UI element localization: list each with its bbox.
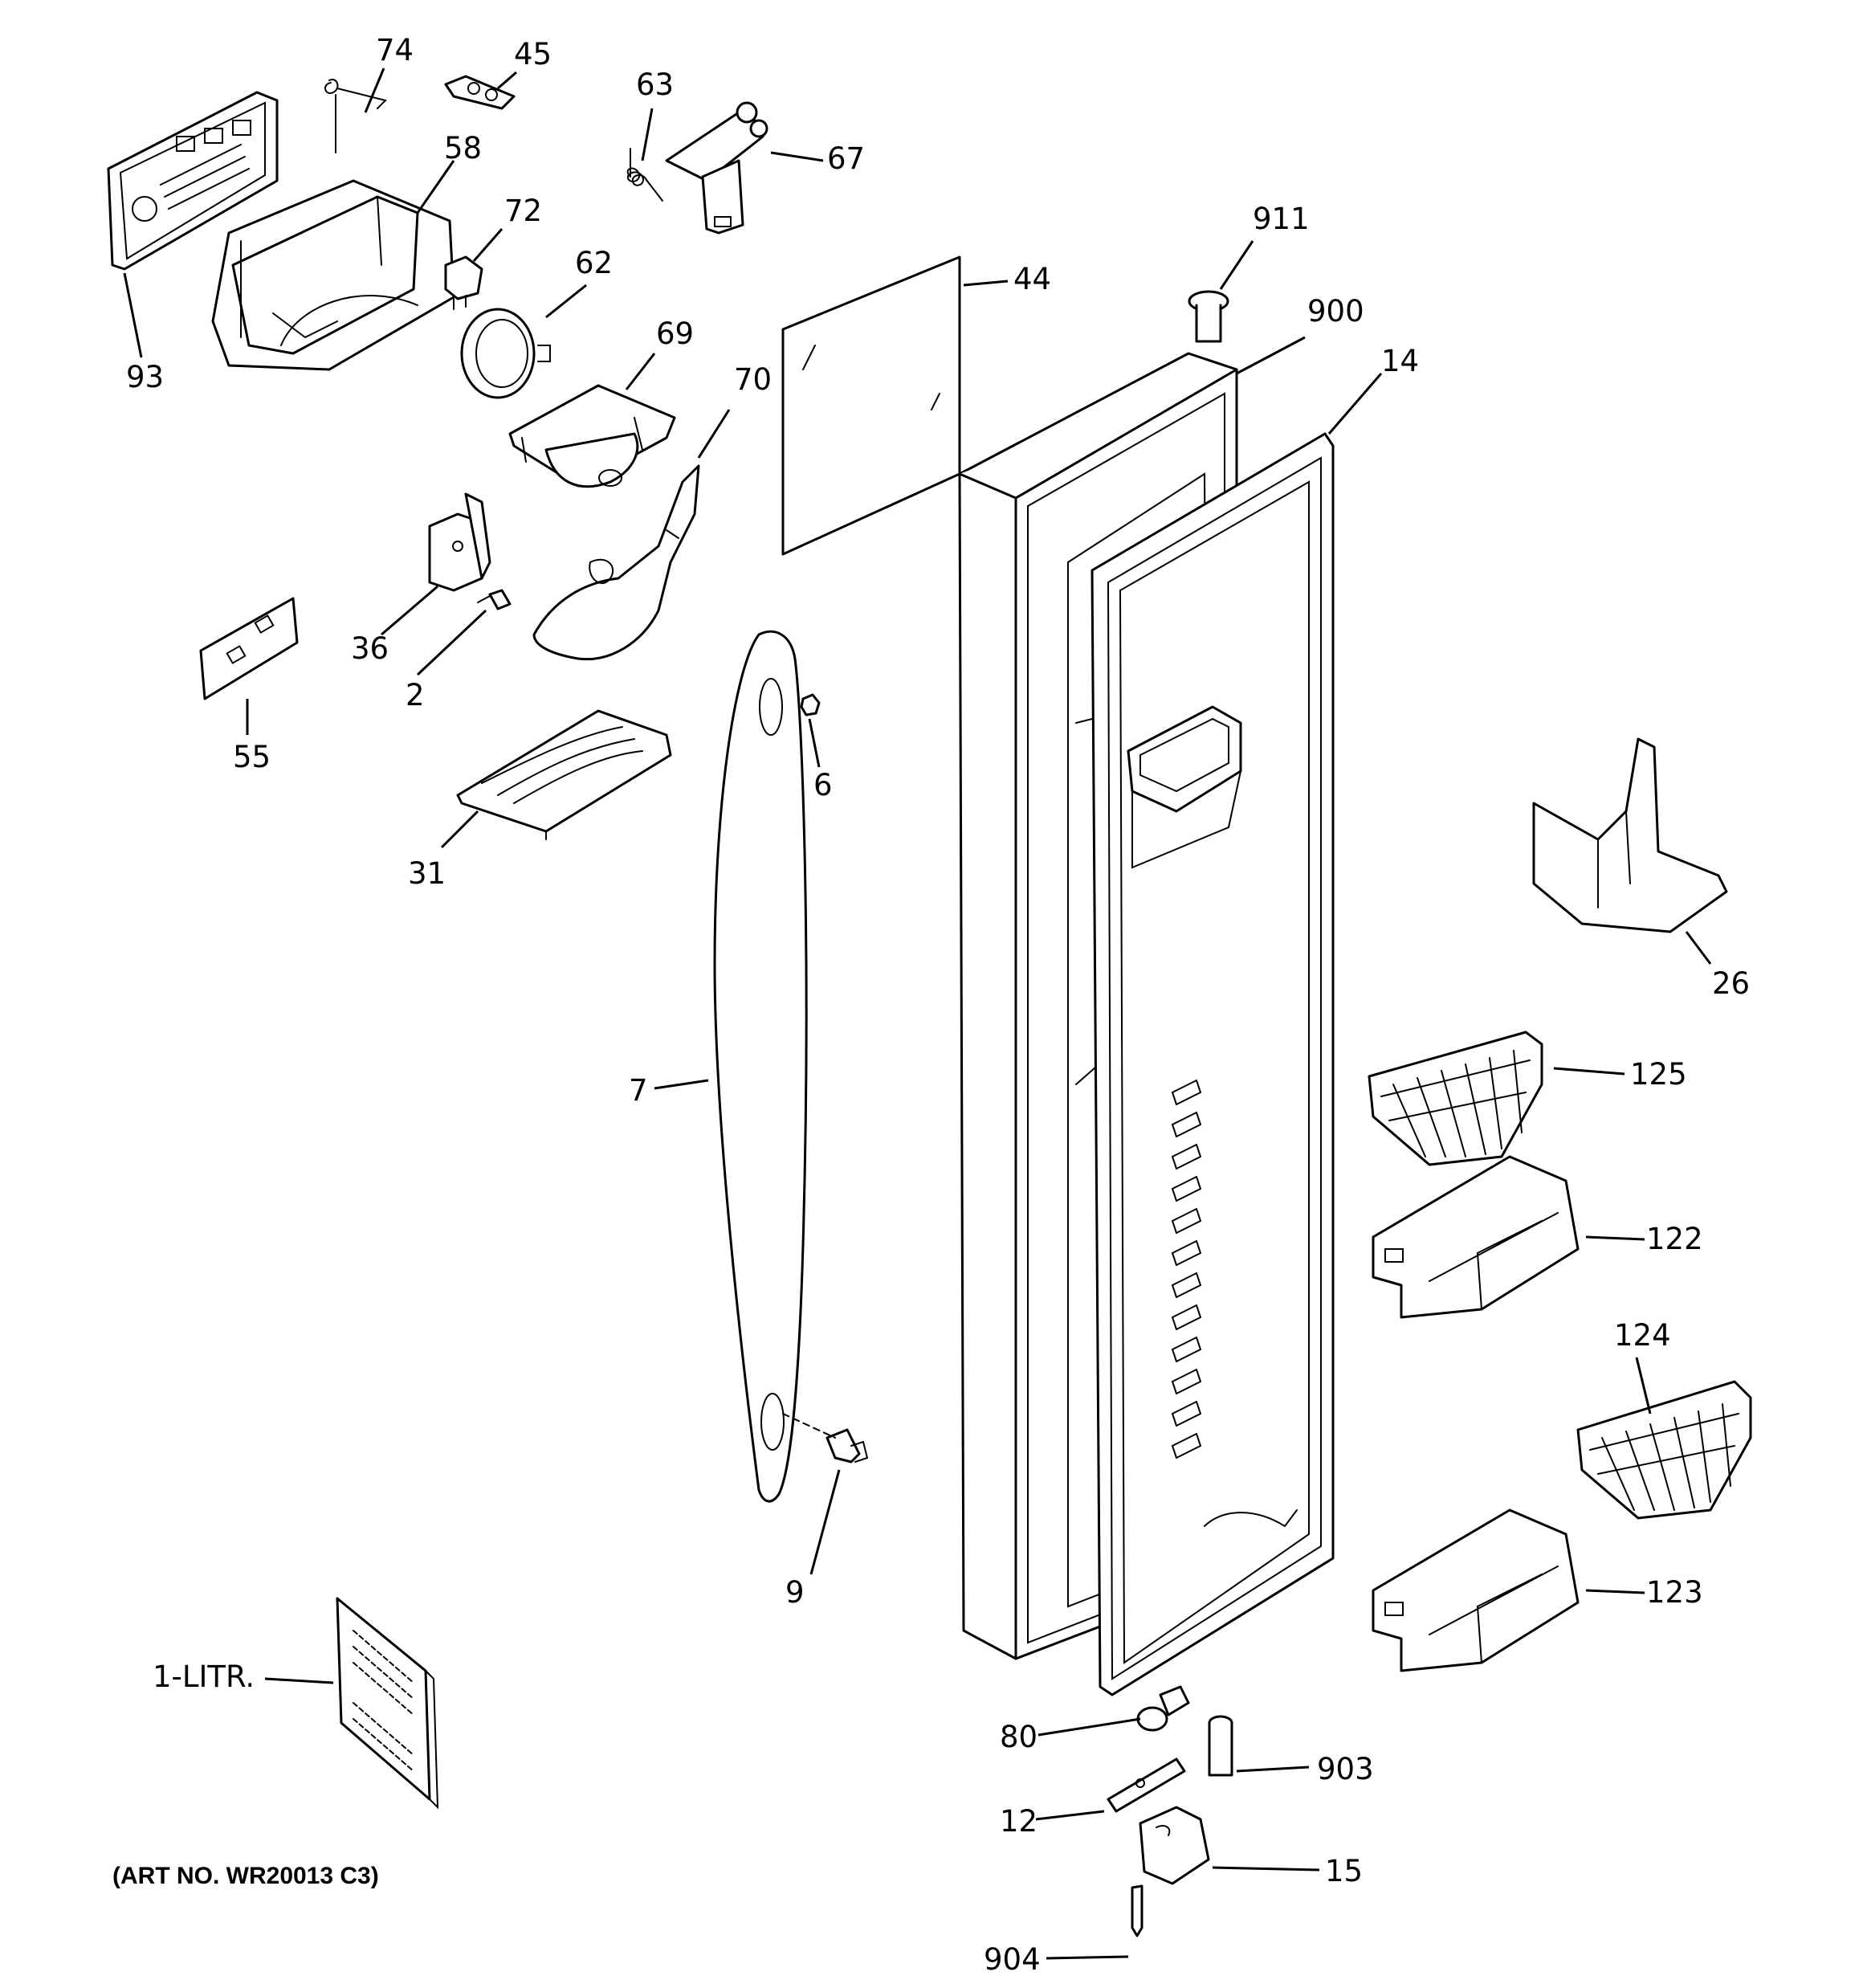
callout-58: 58 [444,131,482,165]
callout-12: 12 [1000,1804,1037,1839]
part-55-board [199,597,299,700]
part-6-nut [800,693,821,716]
callout-69: 69 [656,316,694,351]
leader-lines [123,67,1712,1960]
part-125-basket [1368,1031,1543,1166]
callout-123: 123 [1646,1575,1703,1610]
callout-62: 62 [575,246,613,280]
callout-904: 904 [984,1942,1041,1977]
part-74-spring [324,79,387,153]
callout-55: 55 [233,740,271,774]
callout-72: 72 [504,194,542,228]
part-72-switch [444,255,483,310]
callout-15: 15 [1325,1854,1363,1888]
callout-80: 80 [1000,1720,1037,1754]
callout-63: 63 [636,67,674,102]
part-58-dispenser-housing [211,179,455,371]
callout-7: 7 [629,1073,648,1108]
part-911-bushing [1188,290,1229,343]
part-14-gasket [1090,432,1335,1696]
part-1-literature [336,1597,439,1810]
callout-124: 124 [1614,1318,1671,1353]
part-63-spring [626,148,663,202]
callout-911: 911 [1253,202,1310,236]
part-12-shim [1107,1757,1186,1813]
callout-67: 67 [827,141,865,176]
part-7-handle [713,630,808,1503]
part-31-drip-tray [456,709,672,840]
callout-14: 14 [1381,344,1419,378]
part-69-funnel [508,384,676,488]
part-122-bin [1372,1155,1580,1319]
callout-labels: 74 45 63 67 58 72 911 62 44 900 93 69 14… [112,33,1750,1977]
part-70-chute [532,464,700,661]
callout-26: 26 [1712,966,1750,1001]
part-2-screw [477,589,512,610]
callout-45: 45 [514,37,552,71]
part-93-control-panel [107,91,279,271]
part-904-screw [1131,1884,1143,1937]
part-62-ring [460,308,551,399]
callout-93: 93 [126,360,164,394]
callout-6: 6 [813,768,833,802]
part-36-hinge-bracket [428,492,491,592]
part-15-hinge [1139,1806,1210,1885]
art-number: (ART NO. WR20013 C3) [112,1863,379,1889]
callout-9: 9 [785,1575,805,1610]
part-9-stud [782,1413,869,1463]
callout-903: 903 [1317,1752,1374,1786]
callout-900: 900 [1307,294,1364,329]
callout-31: 31 [408,856,446,891]
callout-70: 70 [734,362,772,397]
callout-122: 122 [1646,1222,1703,1256]
part-45-bracket [444,75,516,110]
callout-44: 44 [1013,262,1051,296]
part-67-lever [665,101,768,235]
callout-36: 36 [351,631,389,666]
part-903-hinge-pin [1208,1715,1233,1777]
callout-74: 74 [376,33,414,67]
part-44-glass-panel [781,255,961,556]
callout-125: 125 [1630,1057,1687,1092]
part-123-bin [1372,1508,1580,1672]
part-80-plug [1136,1685,1190,1732]
part-124-basket [1576,1380,1752,1520]
part-26-cover [1532,737,1728,933]
callout-2: 2 [406,678,425,712]
callout-1-litr: 1-LITR. [153,1659,255,1694]
